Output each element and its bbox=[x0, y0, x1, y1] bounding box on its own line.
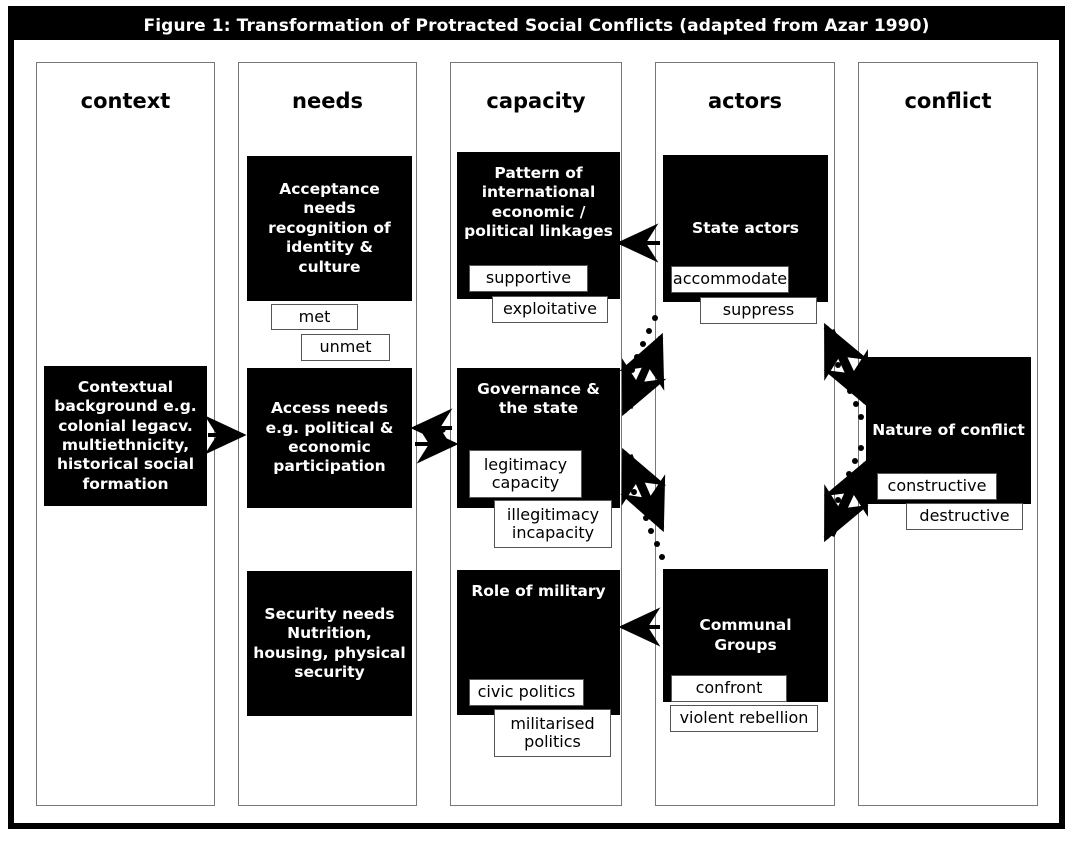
box-contextual-background: Contextual background e.g. colonial lega… bbox=[44, 366, 207, 506]
label-communal-violent-rebellion: violent rebellion bbox=[670, 705, 818, 732]
column-title-context: context bbox=[80, 89, 171, 113]
column-title-needs: needs bbox=[292, 89, 363, 113]
label-state-accommodate: accommodate bbox=[671, 266, 789, 293]
column-title-actors: actors bbox=[708, 89, 782, 113]
column-title-capacity: capacity bbox=[486, 89, 586, 113]
label-governance-legitimacy: legitimacy capacity bbox=[469, 450, 582, 498]
label-linkages-exploitative: exploitative bbox=[492, 296, 608, 323]
label-governance-illegitimacy: illegitimacy incapacity bbox=[494, 500, 612, 548]
label-military-civic: civic politics bbox=[469, 679, 584, 706]
figure-title: Figure 1: Transformation of Protracted S… bbox=[14, 12, 1059, 40]
label-linkages-supportive: supportive bbox=[469, 265, 588, 292]
label-acceptance-unmet: unmet bbox=[301, 334, 390, 361]
column-title-conflict: conflict bbox=[904, 89, 992, 113]
label-military-militarised: militarised politics bbox=[494, 709, 611, 757]
label-conflict-destructive: destructive bbox=[906, 503, 1023, 530]
box-access-needs: Access needs e.g. political & economic p… bbox=[247, 368, 412, 508]
label-conflict-constructive: constructive bbox=[877, 473, 997, 500]
label-communal-confront: confront bbox=[671, 675, 787, 702]
label-acceptance-met: met bbox=[271, 304, 358, 330]
box-security-needs: Security needs Nutrition, housing, physi… bbox=[247, 571, 412, 716]
box-acceptance-needs: Acceptance needs recognition of identity… bbox=[247, 156, 412, 301]
label-state-suppress: suppress bbox=[700, 297, 817, 324]
